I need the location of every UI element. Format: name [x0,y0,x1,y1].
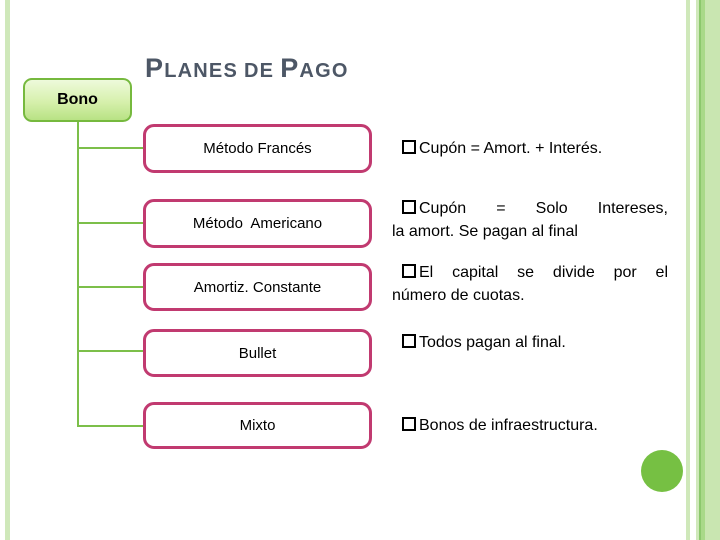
right-edge-stripe-4 [701,0,705,540]
title-initial-2: P [280,53,300,83]
method-box-frances: Método Francés [143,124,372,173]
note-text: número de cuotas. [392,287,525,304]
connector-branch-3 [77,286,143,288]
method-box-bullet: Bullet [143,329,372,377]
title-initial-1: P [145,53,165,83]
connector-branch-4 [77,350,143,352]
connector-branch-2 [77,222,143,224]
note-bullet: Todos pagan al final. [392,331,668,354]
method-box-label: Método Francés [203,140,312,157]
right-edge-stripe-5 [705,0,720,540]
method-box-amortiz-constante: Amortiz. Constante [143,263,372,311]
note-line: número de cuotas. [392,284,668,307]
note-line: la amort. Se pagan al final [392,220,668,243]
note-text: El capital se divide por el [419,264,668,281]
method-box-label: Bullet [238,344,277,362]
method-box-label: Método Americano [192,215,323,232]
note-line: Cupón = Amort. + Interés. [392,137,668,160]
note-mixto: Bonos de infraestructura. [392,414,668,437]
connector-trunk-line [77,122,79,427]
right-edge-stripe-2 [696,0,699,540]
root-node-label: Bono [57,91,98,108]
title-rest-2: AGO [299,60,349,82]
note-americano: Cupón = Solo Intereses, la amort. Se pag… [392,197,668,243]
note-text: Cupón = Solo Intereses, [419,200,668,217]
checkbox-bullet-icon [402,417,416,431]
note-text: Cupón = Amort. + Interés. [419,140,603,157]
method-box-label: Mixto [239,417,276,434]
checkbox-bullet-icon [402,200,416,214]
note-line: Cupón = Solo Intereses, [392,197,668,220]
method-box-label: Amortiz. Constante [193,278,322,296]
note-frances: Cupón = Amort. + Interés. [392,137,668,160]
decorative-circle [641,450,683,492]
connector-branch-1 [77,147,143,149]
root-node-bono: Bono [23,78,132,122]
note-text: Bonos de infraestructura. [419,417,598,434]
note-text: la amort. Se pagan al final [392,223,578,240]
left-edge-stripe [5,0,10,540]
title-rest-1: LANES [164,60,239,82]
checkbox-bullet-icon [402,264,416,278]
note-line: Bonos de infraestructura. [392,414,668,437]
checkbox-bullet-icon [402,140,416,154]
right-edge-stripe-1 [686,0,690,540]
method-box-mixto: Mixto [143,402,372,449]
note-amortiz-constante: El capital se divide por el número de cu… [392,261,668,307]
method-box-americano: Método Americano [143,199,372,248]
right-edge-stripe-3 [699,0,701,540]
title-connector: DE [244,60,275,82]
note-line: El capital se divide por el [392,261,668,284]
note-line: Todos pagan al final. [392,331,668,354]
connector-branch-5 [77,425,143,427]
note-text: Todos pagan al final. [419,334,566,351]
checkbox-bullet-icon [402,334,416,348]
